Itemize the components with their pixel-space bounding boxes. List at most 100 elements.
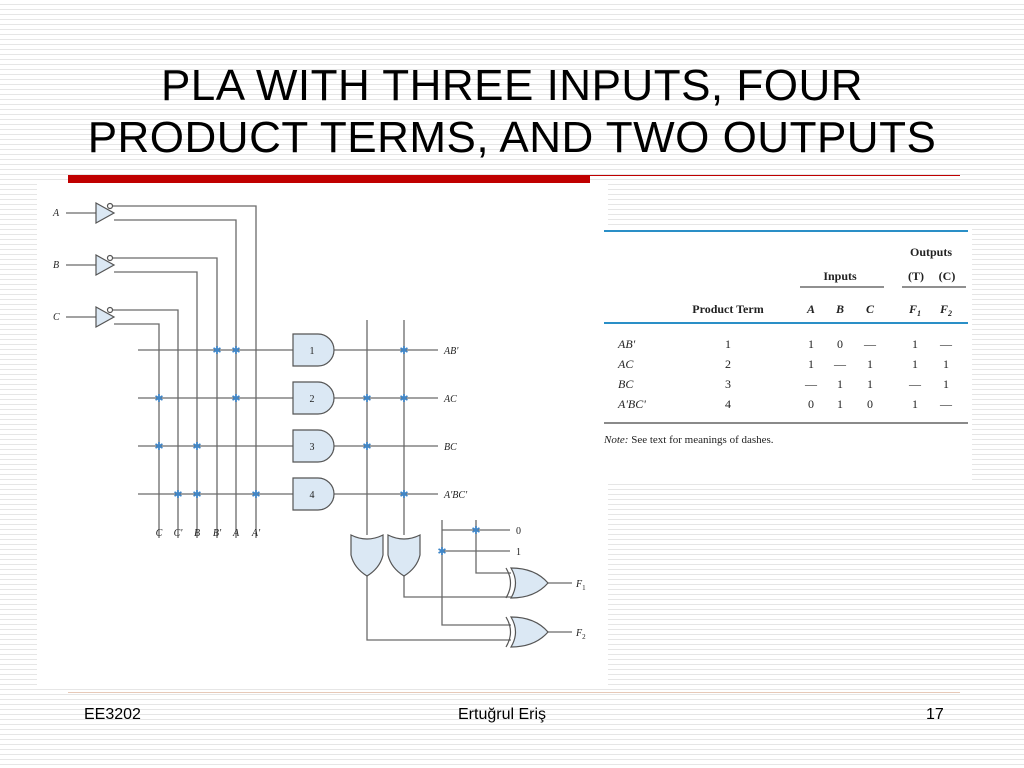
pla-table-panel: Outputs Inputs (T) (C) Product Term A B … — [597, 226, 972, 481]
column-label-c-bar: C' — [174, 528, 184, 539]
buffer-b — [95, 253, 116, 277]
svg-text:4: 4 — [725, 397, 731, 411]
svg-text:BC: BC — [618, 377, 634, 391]
product-label-2: AC — [443, 394, 457, 405]
column-label-c: C — [156, 528, 163, 539]
svg-text:—: — — [908, 377, 922, 391]
pla-circuit-panel: ✱ ✱ ✱ ✱ ✱ ✱ ✱ ✱ ✱ ✱ ✱ ✱ ✱ ✱ ✱ ✱ A B C C … — [37, 183, 608, 688]
header-col-c: C — [866, 302, 875, 316]
output-label-f2: F2 — [575, 628, 586, 641]
input-label-b: B — [53, 260, 59, 271]
svg-text:✱: ✱ — [192, 489, 201, 501]
pla-circuit-diagram: ✱ ✱ ✱ ✱ ✱ ✱ ✱ ✱ ✱ ✱ ✱ ✱ ✱ ✱ ✱ ✱ A B C C … — [52, 201, 586, 648]
header-c: (C) — [939, 269, 956, 283]
and-gate-2 — [292, 381, 335, 415]
header-col-a: A — [806, 302, 815, 316]
svg-text:1: 1 — [808, 357, 814, 371]
svg-text:1: 1 — [943, 357, 949, 371]
svg-text:✱: ✱ — [231, 393, 240, 405]
svg-text:—: — — [863, 337, 877, 351]
and-gate-number-2: 2 — [310, 394, 315, 405]
svg-text:2: 2 — [725, 357, 731, 371]
title-accent-bar — [68, 175, 590, 183]
svg-text:3: 3 — [725, 377, 731, 391]
svg-text:1: 1 — [912, 357, 918, 371]
svg-text:✱: ✱ — [192, 441, 201, 453]
svg-text:✱: ✱ — [362, 393, 371, 405]
header-col-f1: F1 — [908, 302, 921, 318]
svg-text:1: 1 — [912, 397, 918, 411]
svg-text:AC: AC — [617, 357, 634, 371]
and-gate-number-1: 1 — [310, 346, 315, 357]
svg-text:✱: ✱ — [173, 489, 182, 501]
svg-text:1: 1 — [808, 337, 814, 351]
and-gate-3 — [292, 429, 335, 463]
input-label-c: C — [53, 312, 60, 323]
constant-1: 1 — [516, 547, 521, 558]
svg-text:✱: ✱ — [212, 345, 221, 357]
column-label-a-bar: A' — [251, 528, 261, 539]
svg-text:1: 1 — [837, 397, 843, 411]
xor-gate-f1 — [509, 567, 549, 599]
svg-text:—: — — [939, 337, 953, 351]
footer-divider — [68, 692, 960, 693]
buffer-a — [95, 201, 116, 225]
svg-text:✱: ✱ — [154, 393, 163, 405]
output-label-f1: F1 — [575, 579, 586, 592]
and-gate-4 — [292, 477, 335, 511]
header-product-term: Product Term — [692, 302, 763, 316]
header-t: (T) — [908, 269, 924, 283]
title-line-2: PRODUCT TERMS, AND TWO OUTPUTS — [87, 113, 937, 162]
svg-text:—: — — [804, 377, 818, 391]
svg-text:A'BC': A'BC' — [617, 397, 646, 411]
svg-text:✱: ✱ — [362, 441, 371, 453]
svg-text:1: 1 — [943, 377, 949, 391]
header-inputs: Inputs — [823, 269, 857, 283]
svg-text:✱: ✱ — [154, 441, 163, 453]
product-label-4: A'BC' — [443, 490, 468, 501]
and-gate-1 — [292, 333, 335, 367]
product-label-3: BC — [444, 442, 457, 453]
footer-page-number: 17 — [926, 706, 944, 723]
header-col-f2: F2 — [939, 302, 952, 318]
svg-text:—: — — [939, 397, 953, 411]
svg-text:1: 1 — [725, 337, 731, 351]
table-row: AC 2 1 — 1 1 1 — [617, 357, 949, 371]
svg-text:✱: ✱ — [399, 489, 408, 501]
table-row: BC 3 — 1 1 — 1 — [618, 377, 949, 391]
or-gate-f1 — [350, 534, 384, 577]
column-label-b-bar: B' — [213, 528, 222, 539]
header-outputs: Outputs — [910, 245, 952, 259]
svg-text:1: 1 — [867, 357, 873, 371]
svg-text:0: 0 — [867, 397, 873, 411]
svg-text:0: 0 — [808, 397, 814, 411]
svg-text:1: 1 — [867, 377, 873, 391]
product-label-1: AB' — [443, 346, 459, 357]
xor-gate-f2 — [509, 616, 549, 648]
header-col-b: B — [835, 302, 844, 316]
svg-text:1: 1 — [912, 337, 918, 351]
column-label-a: A — [232, 528, 240, 539]
and-gate-number-3: 3 — [310, 442, 315, 453]
constant-0: 0 — [516, 526, 521, 537]
footer-author: Ertuğrul Eriş — [458, 706, 547, 723]
svg-text:✱: ✱ — [399, 345, 408, 357]
buffer-c — [95, 305, 116, 329]
svg-text:✱: ✱ — [471, 525, 480, 537]
svg-text:1: 1 — [837, 377, 843, 391]
svg-text:✱: ✱ — [399, 393, 408, 405]
table-row: AB' 1 1 0 — 1 — — [617, 337, 953, 351]
or-gate-f2 — [387, 534, 421, 577]
svg-text:0: 0 — [837, 337, 843, 351]
slide-title: PLA WITH THREE INPUTS, FOUR PRODUCT TERM… — [40, 60, 984, 164]
and-gate-number-4: 4 — [310, 490, 315, 501]
column-label-b: B — [194, 528, 200, 539]
svg-text:—: — — [833, 357, 847, 371]
input-label-a: A — [52, 208, 60, 219]
svg-text:✱: ✱ — [437, 546, 446, 558]
svg-text:✱: ✱ — [231, 345, 240, 357]
svg-text:✱: ✱ — [251, 489, 260, 501]
pla-programming-table: Outputs Inputs (T) (C) Product Term A B … — [603, 230, 968, 446]
svg-text:AB': AB' — [617, 337, 636, 351]
table-note: Note: See text for meanings of dashes. — [603, 434, 774, 446]
